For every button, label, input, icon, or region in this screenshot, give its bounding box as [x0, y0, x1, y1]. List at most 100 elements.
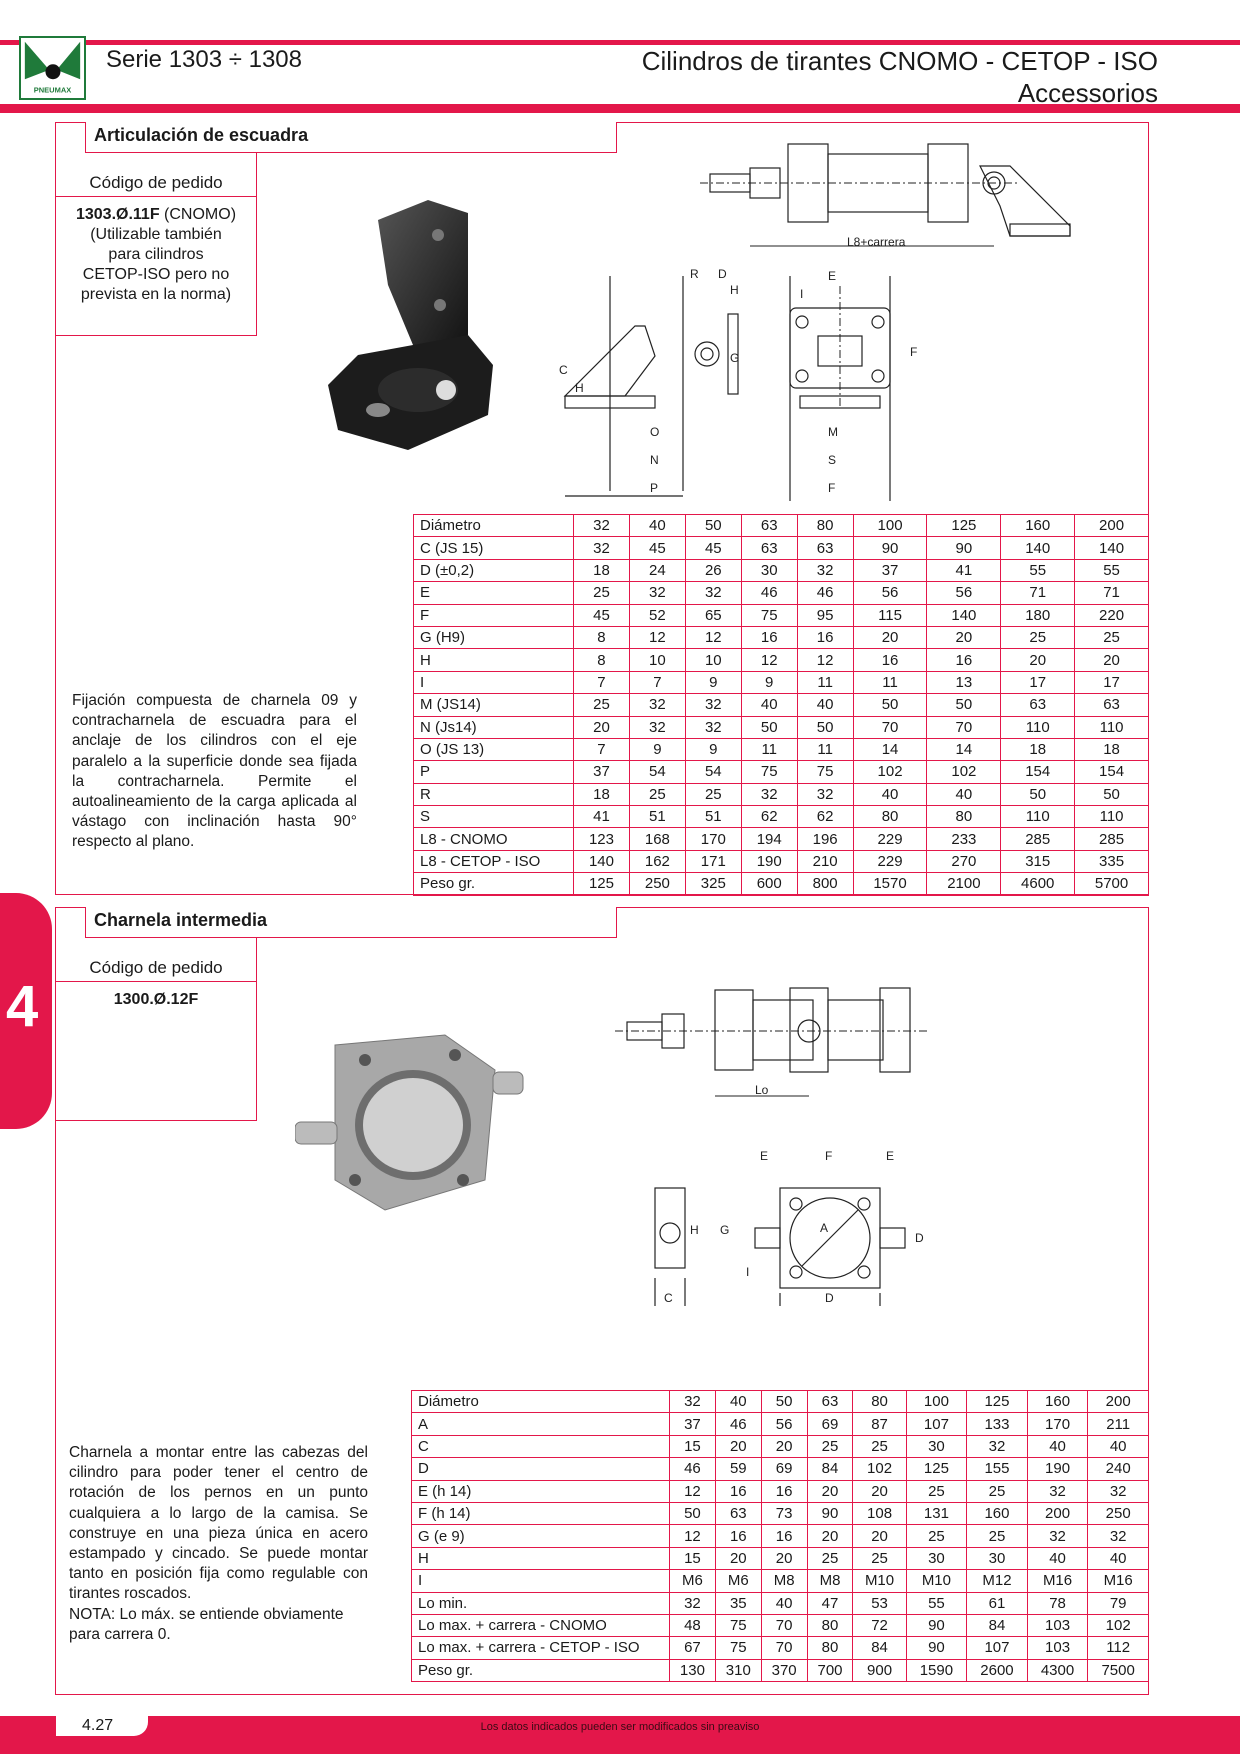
chapter-tab[interactable]: 4 [0, 893, 52, 1129]
table-cell: 12 [628, 625, 686, 650]
order-label: Código de pedido [56, 153, 256, 197]
table-cell: 32 [669, 1389, 716, 1414]
table-cell: 32 [669, 1591, 716, 1615]
table-cell: M16 [1087, 1569, 1149, 1593]
table-cell: 15 [669, 1546, 716, 1571]
table-cell: 32 [740, 782, 798, 807]
dim-l8-label: L8+carrera [847, 235, 906, 249]
table-cell: 170 [684, 827, 742, 851]
row-label: D [411, 1457, 670, 1481]
row-label: F (h 14) [411, 1501, 670, 1526]
table-cell: 70 [926, 715, 1002, 739]
table-cell: 9 [628, 737, 686, 762]
table-cell: 140 [1000, 536, 1076, 560]
table-cell: 52 [628, 603, 686, 627]
table-cell: 32 [684, 693, 742, 717]
table-cell: 84 [852, 1636, 907, 1660]
table-cell: 103 [1026, 1613, 1089, 1638]
table-cell: 25 [573, 581, 630, 605]
row-label: I [413, 670, 574, 695]
table-cell: 87 [852, 1412, 907, 1436]
dim-c-label: C [664, 1291, 673, 1305]
table-cell: 154 [1000, 760, 1076, 784]
table-cell: 63 [740, 536, 798, 560]
table-cell: 47 [806, 1591, 854, 1615]
table-cell: 10 [684, 648, 742, 672]
table-cell: 20 [806, 1524, 854, 1548]
table-cell: 5700 [1074, 872, 1149, 896]
table-cell: 40 [926, 782, 1002, 807]
table-cell: 110 [1000, 805, 1076, 829]
table-cell: 45 [684, 536, 742, 560]
section2-cylinder-drawing: Lo [615, 987, 930, 1097]
table-cell: 200 [1087, 1389, 1149, 1414]
table-cell: 41 [573, 805, 630, 829]
dim-d-bottom-label: D [825, 1291, 834, 1305]
table-cell: 12 [684, 625, 742, 650]
table-cell: 16 [714, 1479, 762, 1503]
row-label: H [411, 1546, 670, 1571]
table-cell: 62 [796, 805, 854, 829]
table-cell: 131 [905, 1501, 968, 1526]
section2-trunnion-side-view: C [654, 1187, 686, 1306]
table-cell: 73 [760, 1501, 808, 1526]
table-cell: 1590 [905, 1658, 968, 1683]
table-cell: 16 [796, 625, 854, 650]
table-cell: 71 [1074, 581, 1149, 605]
table-cell: 16 [852, 648, 928, 672]
table-cell: 270 [926, 849, 1002, 874]
order-note: (Utilizable también para cilindros CETOP… [80, 226, 232, 303]
table-cell: 20 [760, 1546, 808, 1571]
table-cell: 240 [1087, 1457, 1149, 1481]
table-cell: 600 [740, 872, 798, 896]
table-cell: 32 [684, 715, 742, 739]
table-cell: 4300 [1026, 1658, 1089, 1683]
table-cell: 61 [966, 1591, 1028, 1615]
table-cell: 229 [852, 849, 928, 874]
table-cell: 154 [1074, 760, 1149, 784]
table-cell: 25 [966, 1524, 1028, 1548]
row-label: G (e 9) [411, 1524, 670, 1548]
table-cell: 20 [806, 1479, 854, 1503]
section1-order-box: Código de pedido 1303.Ø.11F (CNOMO) (Uti… [55, 153, 257, 336]
table-cell: 32 [684, 581, 742, 605]
table-cell: 50 [740, 715, 798, 739]
table-cell: 170 [1026, 1412, 1089, 1436]
table-cell: 30 [966, 1546, 1028, 1571]
table-cell: 20 [852, 1479, 907, 1503]
table-cell: 25 [1074, 625, 1149, 650]
order-code: 1303.Ø.11F [75, 206, 160, 223]
row-label: O (JS 13) [413, 737, 574, 762]
dim-d-side-label: D [915, 1231, 924, 1245]
table-cell: 24 [628, 558, 686, 583]
pneumax-logo: PNEUMAX [19, 36, 86, 100]
table-cell: 130 [669, 1658, 716, 1683]
table-cell: 900 [852, 1658, 907, 1683]
dim-n-label: N [650, 453, 659, 467]
table-cell: 32 [1087, 1479, 1149, 1503]
table-cell: 112 [1087, 1636, 1149, 1660]
table-cell: 71 [1000, 581, 1076, 605]
table-cell: 75 [714, 1613, 762, 1638]
table-cell: 11 [796, 737, 854, 762]
section1-cylinder-drawing: L8+carrera [700, 143, 1071, 249]
table-cell: 20 [714, 1546, 762, 1571]
page-title: Cilindros de tirantes CNOMO - CETOP - IS… [641, 46, 1158, 76]
table-cell: 250 [628, 872, 686, 896]
table-cell: 9 [740, 670, 798, 695]
table-cell: M8 [806, 1569, 854, 1593]
section1-bracket-front-view: E I F M S F [789, 269, 917, 501]
row-label: F [413, 603, 574, 627]
table-cell: 41 [926, 558, 1002, 583]
